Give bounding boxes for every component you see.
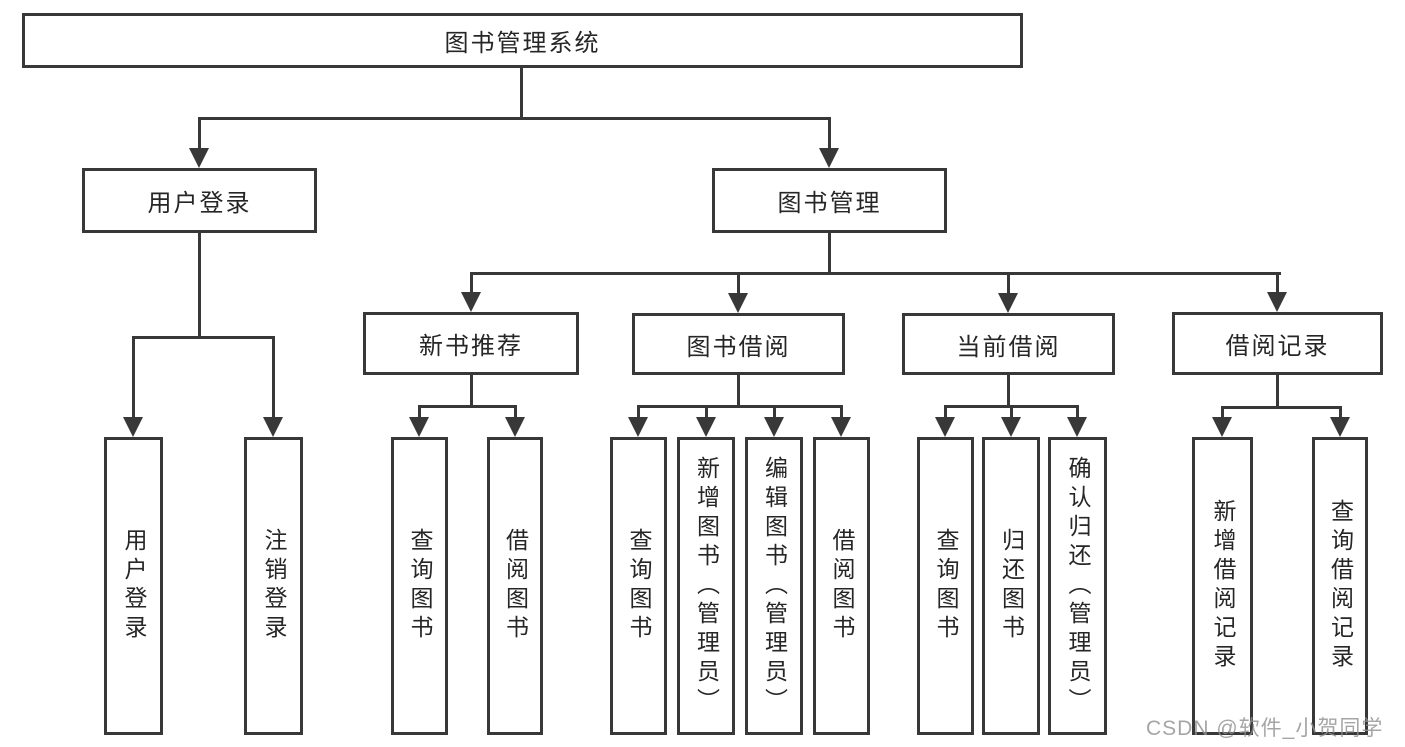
node-borrow-record-label: 借阅记录 (1225, 333, 1330, 360)
connector-drop-current-borrow (1007, 272, 1010, 297)
connector-drop-cb-query (944, 405, 947, 419)
leaf-br-query-record-label: 查询借阅记录 (1327, 499, 1354, 673)
arrowhead-leaf-user-login (123, 417, 143, 437)
leaf-br-query-record: 查询借阅记录 (1312, 437, 1368, 735)
connector-drop-br-add (1221, 406, 1224, 419)
connector-new-book-rec-stem (470, 375, 473, 408)
leaf-bb-add-book-label: 新增图书（管理员） (693, 455, 720, 717)
arrowhead-cb-return (1001, 417, 1021, 437)
connector-current-borrow-stem (1007, 375, 1010, 408)
connector-book-mgmt-rail (470, 272, 1281, 275)
leaf-cb-confirm-return: 确认归还（管理员） (1048, 437, 1107, 735)
arrowhead-bb-edit (764, 417, 784, 437)
connector-new-book-rec-rail (418, 405, 517, 408)
leaf-user-login-label: 用户登录 (121, 528, 147, 644)
arrowhead-borrow-record (1267, 292, 1287, 312)
leaf-nb-query-book: 查询图书 (391, 437, 448, 735)
leaf-bb-edit-book: 编辑图书（管理员） (745, 437, 803, 735)
connector-drop-cb-return (1010, 405, 1013, 419)
node-book-mgmt: 图书管理 (712, 168, 947, 233)
leaf-cb-return-book: 归还图书 (982, 437, 1040, 735)
connector-drop-book-borrow (737, 272, 740, 297)
arrowhead-book-mgmt (819, 148, 839, 168)
leaf-cb-return-book-label: 归还图书 (998, 528, 1025, 644)
leaf-bb-query-book: 查询图书 (610, 437, 667, 735)
arrowhead-br-query (1330, 417, 1350, 437)
leaf-bb-borrow-book-label: 借阅图书 (829, 528, 855, 644)
arrowhead-cb-query (935, 417, 955, 437)
connector-book-borrow-rail (637, 405, 843, 408)
arrowhead-nb-query (409, 417, 429, 437)
arrowhead-bb-add (696, 417, 716, 437)
node-book-mgmt-label: 图书管理 (777, 190, 882, 217)
leaf-bb-add-book: 新增图书（管理员） (677, 437, 735, 735)
leaf-cb-query-book-label: 查询图书 (933, 528, 959, 644)
leaf-logout: 注销登录 (244, 437, 303, 735)
connector-root-rail (198, 117, 831, 120)
connector-drop-leaf-logout (272, 336, 275, 421)
node-root: 图书管理系统 (22, 13, 1023, 68)
node-borrow-record: 借阅记录 (1172, 312, 1383, 375)
connector-drop-bb-borrow (840, 405, 843, 419)
node-current-borrow-label: 当前借阅 (956, 333, 1061, 361)
node-book-borrow: 图书借阅 (632, 313, 845, 375)
leaf-cb-confirm-return-label: 确认归还（管理员） (1065, 455, 1091, 717)
arrowhead-user-login (189, 148, 209, 168)
arrowhead-nb-borrow (505, 417, 525, 437)
connector-drop-borrow-record (1276, 272, 1279, 296)
connector-drop-nb-borrow (514, 405, 517, 419)
leaf-logout-label: 注销登录 (261, 528, 287, 644)
node-new-book-rec: 新书推荐 (363, 312, 579, 375)
node-root-label: 图书管理系统 (444, 30, 601, 57)
leaf-bb-query-book-label: 查询图书 (626, 528, 652, 644)
arrowhead-bb-borrow (831, 417, 851, 437)
connector-user-login-rail (132, 336, 275, 339)
leaf-user-login: 用户登录 (104, 437, 163, 735)
leaf-nb-borrow-book-label: 借阅图书 (502, 528, 529, 644)
leaf-cb-query-book: 查询图书 (917, 437, 974, 735)
arrowhead-book-borrow (728, 293, 748, 313)
connector-borrow-record-rail (1221, 406, 1342, 409)
node-user-login: 用户登录 (82, 168, 317, 233)
connector-drop-nb-query (418, 405, 421, 419)
connector-drop-book-mgmt (828, 117, 831, 152)
arrowhead-new-book-rec (461, 292, 481, 312)
connector-book-mgmt-stem (828, 233, 831, 275)
connector-drop-new-book-rec (470, 272, 473, 296)
node-current-borrow: 当前借阅 (902, 313, 1115, 375)
connector-user-login-stem (198, 232, 201, 339)
arrowhead-current-borrow (998, 293, 1018, 313)
connector-drop-user-login (198, 117, 201, 152)
leaf-br-add-record-label: 新增借阅记录 (1210, 499, 1236, 673)
csdn-watermark: CSDN @软件_小贺同学 (1146, 717, 1384, 740)
node-book-borrow-label: 图书借阅 (686, 333, 791, 361)
node-new-book-rec-label: 新书推荐 (419, 333, 523, 360)
leaf-nb-query-book-label: 查询图书 (407, 528, 433, 644)
leaf-bb-borrow-book: 借阅图书 (813, 437, 870, 735)
node-user-login-label: 用户登录 (147, 190, 252, 217)
leaf-bb-edit-book-label: 编辑图书（管理员） (761, 455, 788, 717)
leaf-nb-borrow-book: 借阅图书 (487, 437, 543, 735)
arrowhead-br-add (1212, 417, 1232, 437)
connector-drop-bb-query (637, 405, 640, 419)
connector-book-borrow-stem (737, 375, 740, 408)
arrowhead-leaf-logout (263, 417, 283, 437)
connector-borrow-record-stem (1276, 375, 1279, 409)
connector-drop-bb-add (705, 405, 708, 419)
connector-drop-bb-edit (773, 405, 776, 419)
arrowhead-cb-confirm (1067, 417, 1087, 437)
connector-drop-leaf-user-login (132, 336, 135, 421)
connector-drop-cb-confirm (1076, 405, 1079, 419)
connector-drop-br-query (1339, 406, 1342, 419)
leaf-br-add-record: 新增借阅记录 (1192, 437, 1253, 735)
arrowhead-bb-query (628, 417, 648, 437)
connector-root-stem (520, 68, 523, 117)
